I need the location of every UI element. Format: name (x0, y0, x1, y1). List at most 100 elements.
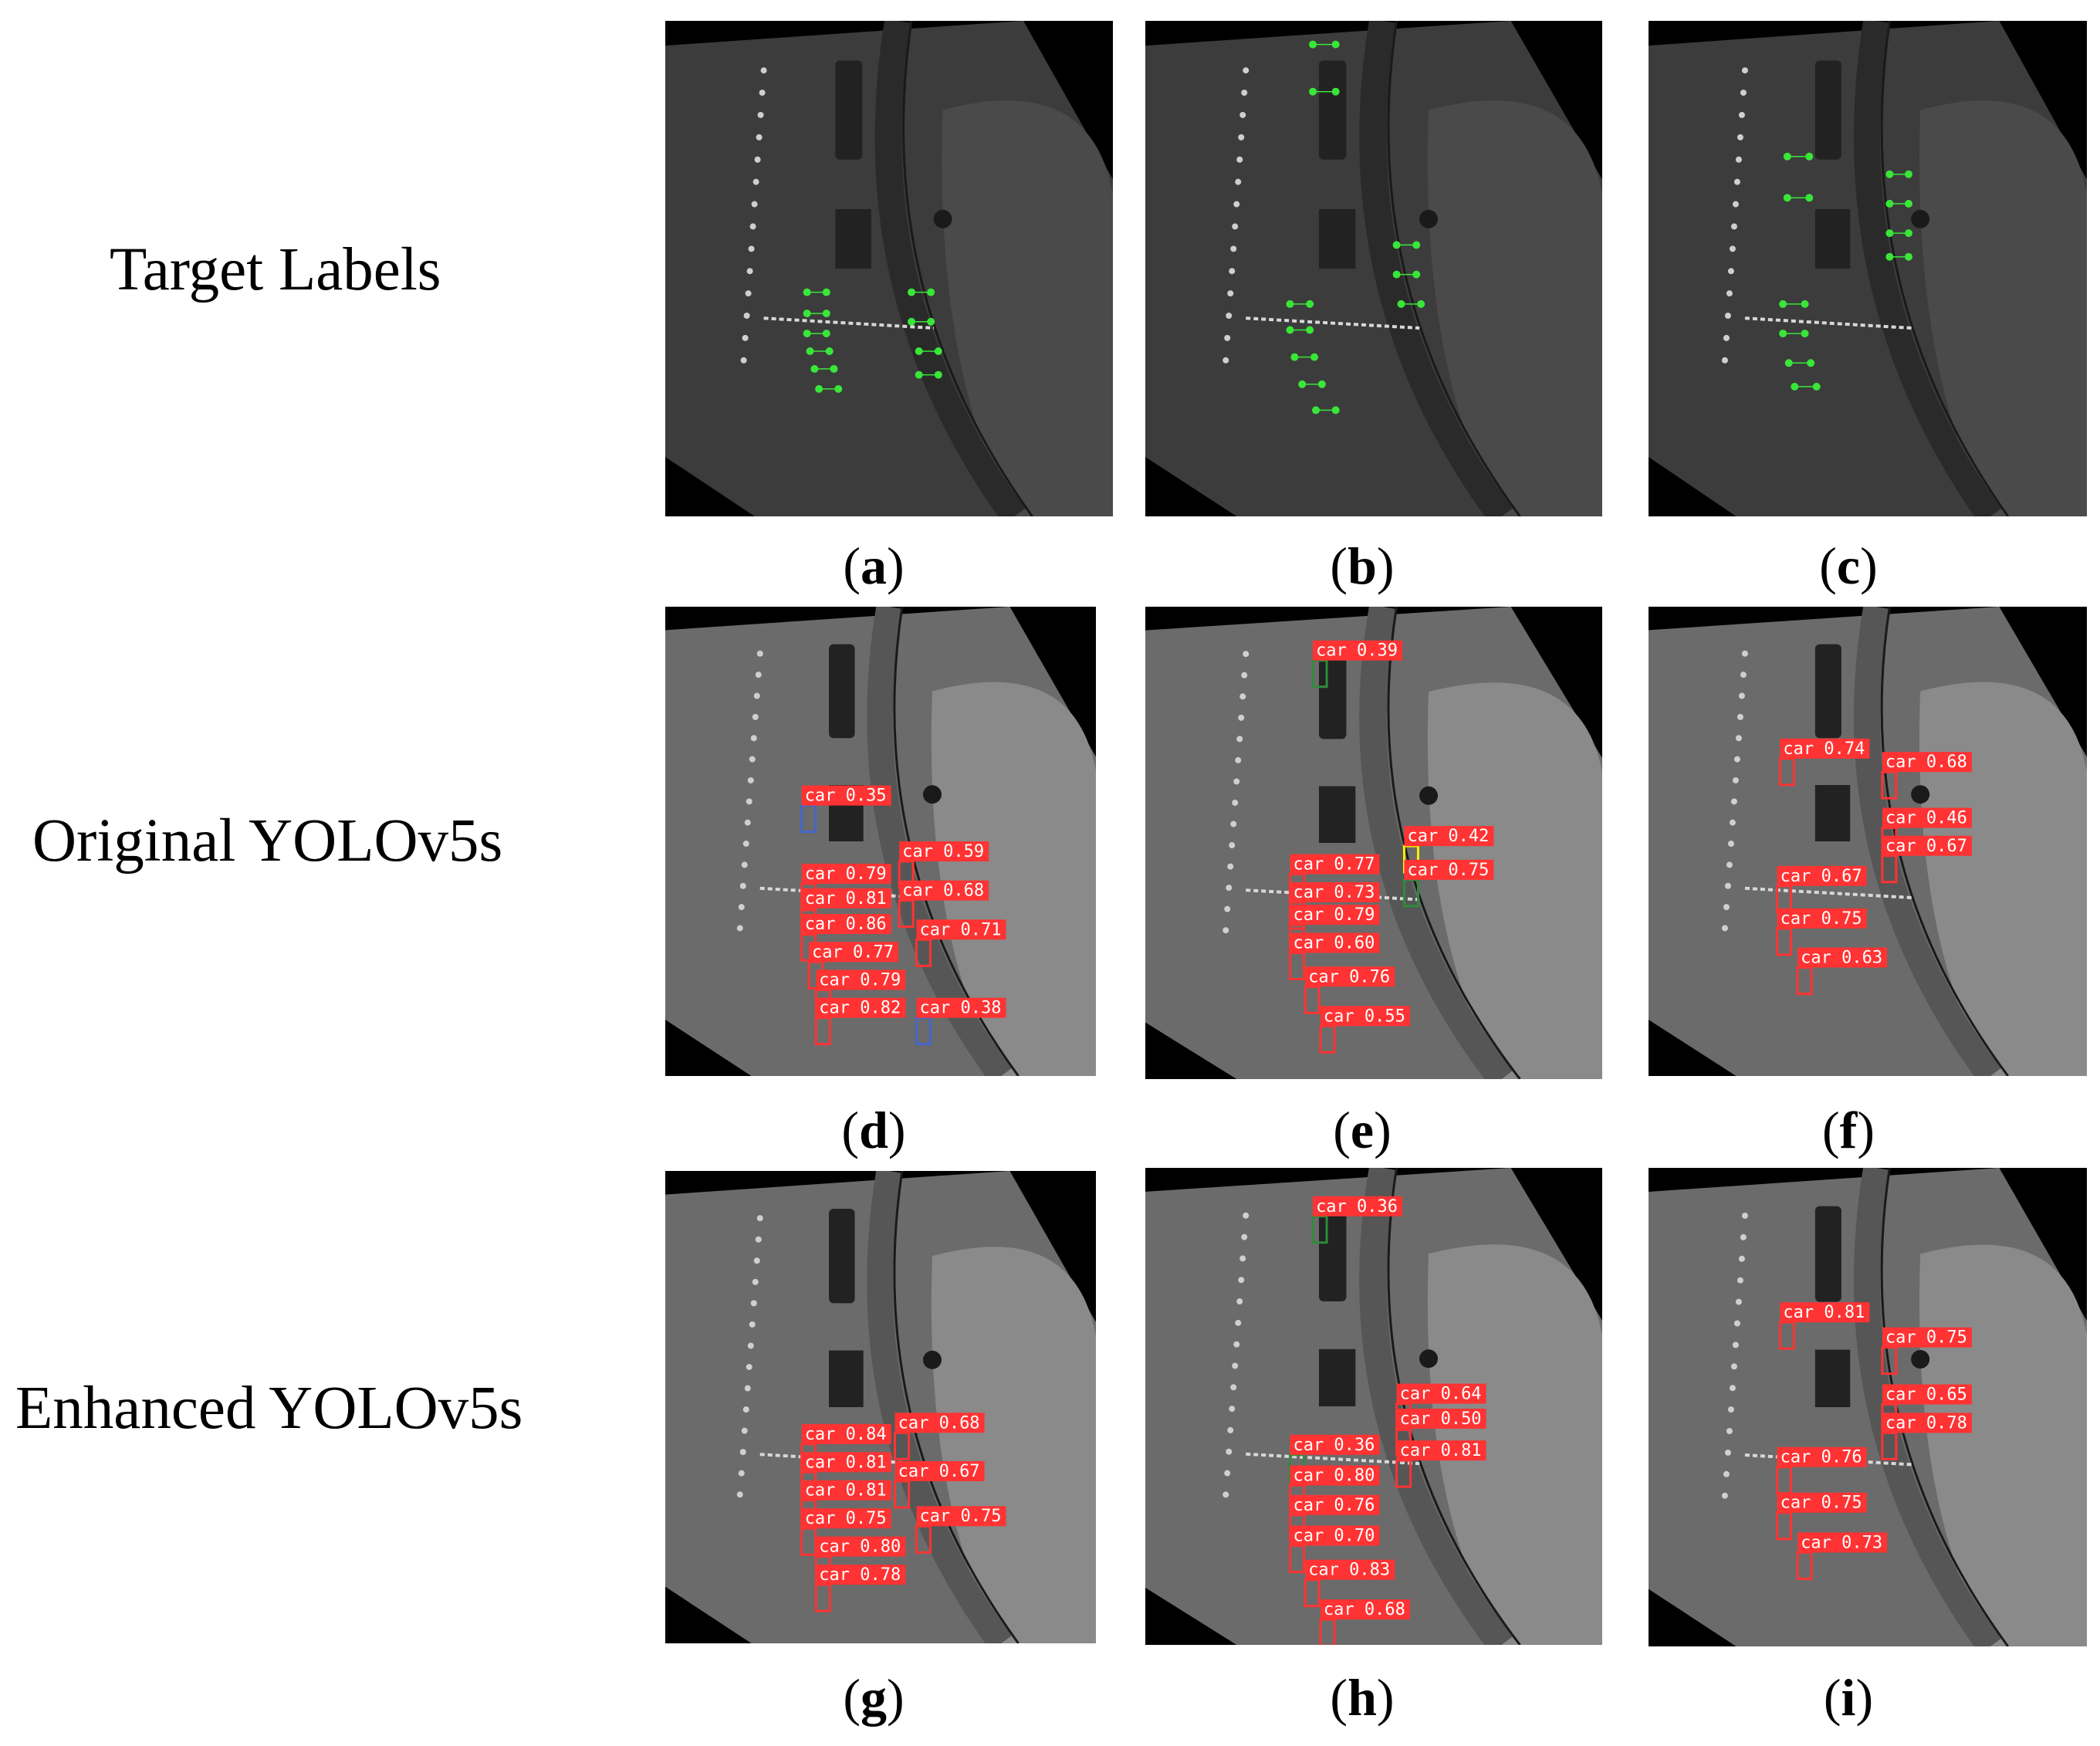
detection-label: car 0.59 (902, 842, 984, 861)
detection-box: car 0.73 (1288, 882, 1380, 930)
aerial-image (1649, 21, 2087, 516)
detection-label: car 0.74 (1783, 739, 1865, 759)
detection-box: car 0.75 (1776, 908, 1867, 956)
detection-label: car 0.75 (920, 1507, 1002, 1526)
panel-c (1649, 21, 2087, 516)
row-label-enhanced: Enhanced YOLOv5s (15, 1375, 523, 1442)
label-point (1310, 353, 1319, 361)
detection-box: car 0.38 (915, 997, 1006, 1046)
detection-label: car 0.81 (805, 1453, 887, 1472)
aerial-image (1649, 1168, 2087, 1646)
detection-label: car 0.75 (1780, 1494, 1862, 1513)
label-point (1312, 406, 1321, 415)
detection-box: car 0.67 (894, 1460, 985, 1509)
detection-box: car 0.78 (814, 1565, 906, 1612)
detection-box: car 0.67 (1776, 865, 1867, 914)
detection-box: car 0.35 (800, 785, 891, 834)
detection-box: car 0.83 (1304, 1559, 1395, 1608)
detection-label: car 0.78 (1885, 1413, 1967, 1433)
detection-box: car 0.46 (1881, 807, 1972, 856)
detection-box: car 0.75 (1402, 859, 1494, 908)
label-point (915, 371, 923, 379)
detection-box: car 0.71 (915, 919, 1006, 967)
detection-label: car 0.77 (1293, 855, 1375, 875)
detection-label: car 0.75 (1885, 1328, 1967, 1348)
detection-label: car 0.70 (1293, 1527, 1375, 1546)
aerial-image (1145, 21, 1602, 516)
detection-label: car 0.36 (1293, 1436, 1375, 1455)
caption-c: (c) (1819, 536, 1878, 595)
detection-box: car 0.64 (1395, 1383, 1486, 1432)
detection-box: car 0.77 (807, 942, 898, 990)
detection-box: car 0.80 (814, 1536, 906, 1585)
detection-box: car 0.70 (1288, 1525, 1380, 1573)
label-point (1885, 199, 1894, 208)
label-point (1791, 382, 1799, 391)
detection-box: car 0.67 (1881, 835, 1972, 884)
detection-box: car 0.55 (1319, 1006, 1410, 1054)
detection-box: car 0.76 (1304, 966, 1395, 1014)
detection-box: car 0.50 (1395, 1408, 1486, 1457)
detection-label: car 0.86 (805, 915, 887, 934)
label-point (1309, 40, 1317, 49)
detection-box: car 0.77 (1288, 854, 1380, 902)
caption-b: (b) (1330, 536, 1395, 595)
detection-box: car 0.68 (894, 1413, 985, 1460)
detection-label: car 0.35 (805, 787, 887, 806)
detection-label: car 0.84 (805, 1425, 887, 1444)
detection-label: car 0.82 (819, 999, 901, 1018)
detection-box: car 0.86 (800, 914, 891, 962)
aerial-image (1145, 1168, 1602, 1645)
label-point (1812, 382, 1821, 391)
detection-label: car 0.73 (1293, 883, 1375, 902)
detection-label: car 0.68 (1324, 1600, 1405, 1619)
detection-box: car 0.75 (915, 1506, 1006, 1554)
label-point (1885, 170, 1894, 178)
label-point (1392, 270, 1401, 279)
row-label-target: Target Labels (110, 236, 441, 303)
detection-box: car 0.76 (1776, 1447, 1867, 1495)
detection-label: car 0.64 (1400, 1385, 1482, 1404)
aerial-image (1649, 607, 2087, 1076)
label-point (1298, 380, 1307, 388)
label-point (1885, 252, 1894, 261)
label-point (822, 310, 830, 318)
detection-label: car 0.79 (819, 970, 901, 990)
detection-box: car 0.81 (800, 888, 891, 936)
detection-label: car 0.63 (1801, 949, 1882, 968)
detection-box: car 0.63 (1796, 947, 1888, 996)
label-point (1392, 241, 1401, 249)
detection-box: car 0.65 (1881, 1384, 1972, 1432)
caption-e: (e) (1333, 1101, 1392, 1159)
detection-label: car 0.38 (920, 999, 1002, 1018)
detection-label: car 0.77 (812, 942, 894, 962)
detection-label: car 0.68 (898, 1413, 980, 1433)
detection-label: car 0.79 (1293, 905, 1375, 925)
detection-label: car 0.76 (1780, 1448, 1862, 1467)
detection-box: car 0.78 (1881, 1413, 1972, 1460)
detection-box: car 0.39 (1311, 640, 1403, 689)
detection-label: car 0.75 (805, 1509, 887, 1528)
aerial-image (1145, 607, 1602, 1079)
label-point (822, 288, 830, 296)
detection-box: car 0.36 (1288, 1434, 1380, 1483)
caption-f: (f) (1822, 1101, 1875, 1159)
detection-box: car 0.74 (1778, 738, 1870, 787)
detection-box: car 0.79 (800, 863, 891, 912)
caption-a: (a) (843, 536, 905, 595)
detection-box: car 0.68 (1319, 1599, 1410, 1645)
aerial-image (665, 21, 1113, 516)
detection-label: car 0.67 (1885, 837, 1967, 856)
detection-label: car 0.75 (1780, 909, 1862, 929)
label-point (1905, 252, 1913, 261)
detection-label: car 0.75 (1407, 861, 1489, 880)
panel-b (1145, 21, 1602, 516)
label-point (803, 288, 811, 296)
label-point (803, 330, 811, 338)
